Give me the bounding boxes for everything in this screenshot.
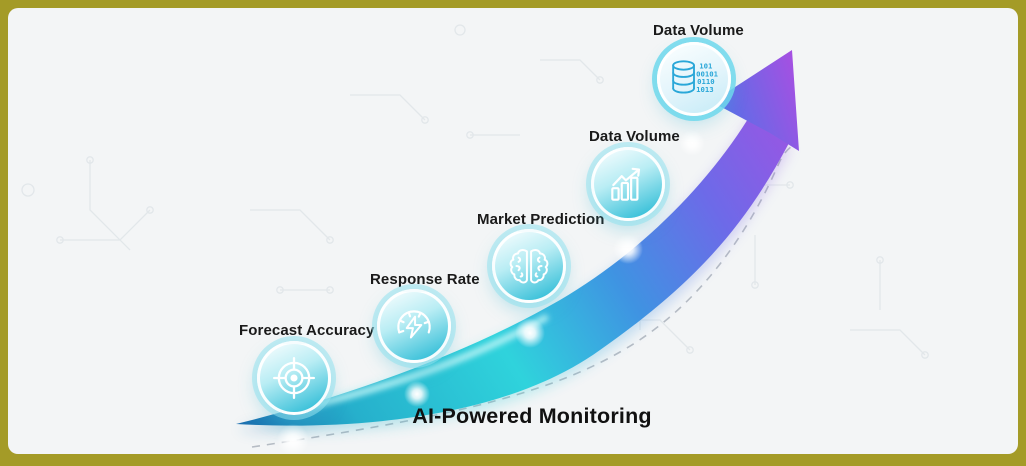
milestone-badge bbox=[591, 147, 665, 221]
milestone-badge bbox=[257, 341, 331, 415]
milestone-label: Forecast Accuracy bbox=[239, 322, 375, 339]
milestone-badge bbox=[492, 229, 566, 303]
target-icon bbox=[272, 356, 316, 400]
milestone-badge bbox=[377, 289, 451, 363]
gauge-lightning-icon bbox=[397, 310, 431, 339]
milestone-label: Response Rate bbox=[370, 271, 480, 288]
growth-arrow-body bbox=[236, 104, 789, 426]
arrow-head bbox=[712, 50, 799, 151]
milestone-label: Data Volume bbox=[653, 22, 744, 39]
binary-row: 1013 bbox=[696, 85, 714, 94]
brain-icon bbox=[509, 249, 549, 284]
milestone-label: Data Volume bbox=[589, 128, 680, 145]
binary-row: 00101 bbox=[696, 69, 719, 78]
binary-row: 101 bbox=[699, 62, 713, 71]
milestone-badge: 101 00101 0110 1013 bbox=[657, 42, 731, 116]
growth-arrow-scene bbox=[21, 24, 929, 454]
bar-chart-growth-icon bbox=[611, 167, 641, 201]
page-title: AI-Powered Monitoring bbox=[412, 404, 652, 428]
database-binary-icon: 101 00101 0110 1013 bbox=[672, 60, 719, 94]
binary-row: 0110 bbox=[697, 77, 715, 86]
infographic-panel: Forecast Accuracy Response Rate bbox=[8, 8, 1018, 454]
glow-dots bbox=[277, 130, 705, 454]
milestone-label: Market Prediction bbox=[477, 211, 605, 228]
